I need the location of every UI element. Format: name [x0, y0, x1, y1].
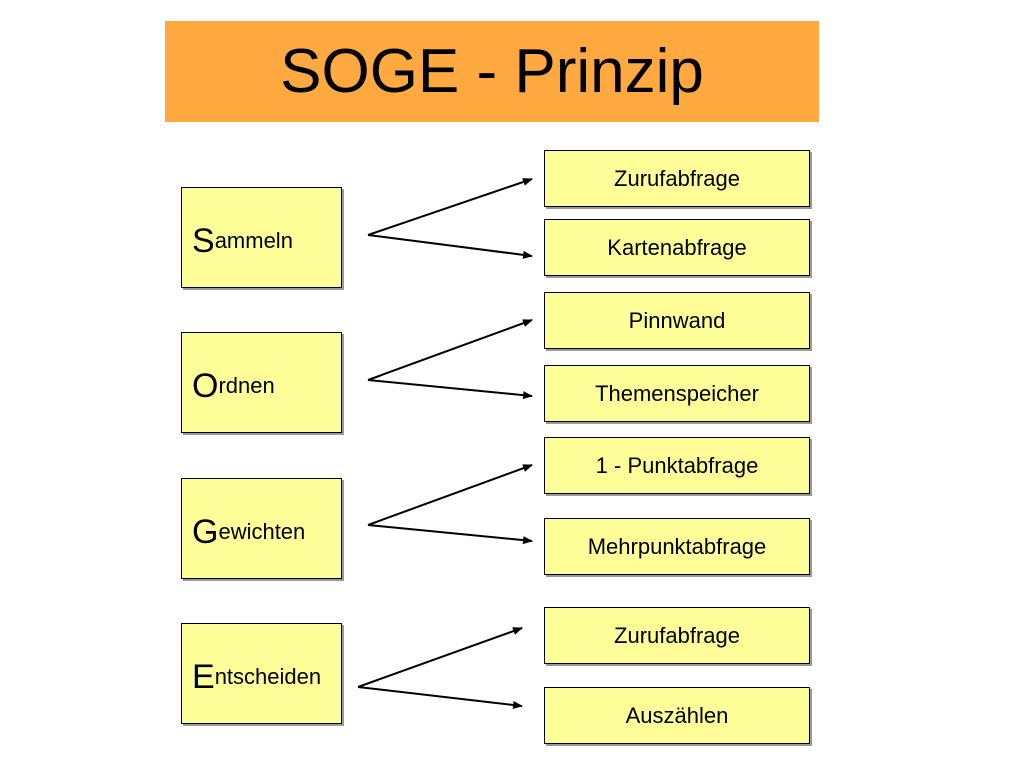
page-title: SOGE - Prinzip: [280, 37, 704, 106]
arrow-sammeln-to-zurufabfrage: [367, 178, 533, 236]
title-banner: SOGE - Prinzip: [165, 21, 819, 122]
step-initial: E: [192, 657, 215, 696]
arrow-entscheiden-to-zurufabfrage: [357, 627, 523, 688]
arrow-gewichten-to-punktabfrage: [367, 464, 533, 526]
step-rest: ewichten: [218, 518, 306, 544]
method-box-punktabfrage: 1 - Punktabfrage: [544, 437, 810, 494]
step-initial: O: [192, 366, 219, 405]
method-box-auszaehlen: Auszählen: [544, 687, 810, 744]
step-initial: G: [192, 512, 219, 551]
arrow-gewichten-to-mehrpunktabfrage: [367, 524, 533, 545]
arrow-sammeln-to-kartenabfrage: [367, 234, 533, 259]
method-box-mehrpunktabfrage: Mehrpunktabfrage: [544, 518, 810, 575]
arrow-ordnen-to-pinnwand: [367, 319, 533, 381]
arrow-entscheiden-to-auszaehlen: [357, 686, 523, 709]
step-rest: rdnen: [218, 372, 275, 398]
arrow-ordnen-to-themenspeicher: [367, 379, 533, 400]
method-box-themenspeicher: Themenspeicher: [544, 365, 810, 422]
method-box-zurufabfrage: Zurufabfrage: [544, 150, 810, 207]
method-box-pinnwand: Pinnwand: [544, 292, 810, 349]
method-box-kartenabfrage: Kartenabfrage: [544, 219, 810, 276]
step-initial: S: [192, 221, 215, 260]
step-rest: ammeln: [214, 227, 293, 253]
method-box-zurufabfrage-2: Zurufabfrage: [544, 607, 810, 664]
step-rest: ntscheiden: [214, 663, 322, 689]
